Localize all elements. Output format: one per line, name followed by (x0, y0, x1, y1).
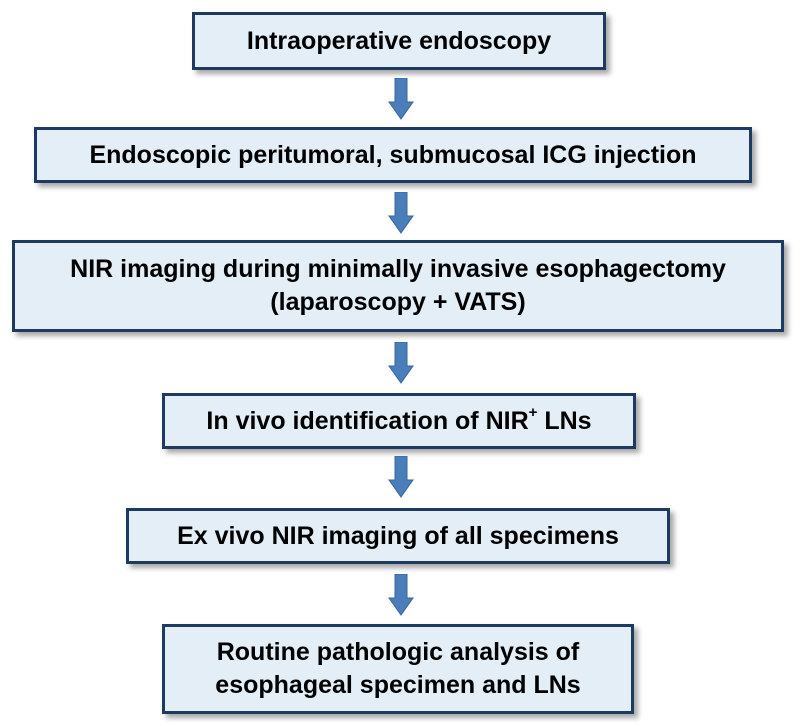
step-label-suffix: LNs (537, 406, 592, 435)
step-label-line: Ex vivo NIR imaging of all specimens (177, 521, 619, 550)
step-label-line: NIR imaging during minimally invasive es… (70, 255, 726, 283)
step-ex-vivo-imaging: Ex vivo NIR imaging of all specimens (126, 508, 670, 564)
step-label-line: Intraoperative endoscopy (246, 26, 552, 55)
down-arrow-icon (388, 78, 414, 120)
step-label-line: Routine pathologic analysis of (216, 638, 580, 666)
superscript-plus: + (528, 404, 538, 422)
step-label-line: (laparoscopy + VATS) (270, 288, 526, 316)
down-arrow-icon (388, 456, 414, 498)
step-label-line: esophageal specimen and LNs (215, 671, 581, 699)
step-intraoperative-endoscopy: Intraoperative endoscopy (192, 12, 606, 70)
step-nir-imaging-esophagectomy: NIR imaging during minimally invasive es… (12, 240, 784, 332)
step-label-line: In vivo identification of NIR+ LNs (206, 405, 591, 438)
step-label-prefix: In vivo identification of NIR (206, 406, 529, 435)
down-arrow-icon (388, 574, 414, 616)
step-pathologic-analysis: Routine pathologic analysis of esophagea… (162, 624, 634, 714)
step-icg-injection: Endoscopic peritumoral, submucosal ICG i… (34, 127, 752, 183)
step-label-line: Endoscopic peritumoral, submucosal ICG i… (89, 140, 697, 169)
down-arrow-icon (388, 342, 414, 384)
step-in-vivo-identification: In vivo identification of NIR+ LNs (162, 393, 636, 449)
down-arrow-icon (388, 192, 414, 234)
